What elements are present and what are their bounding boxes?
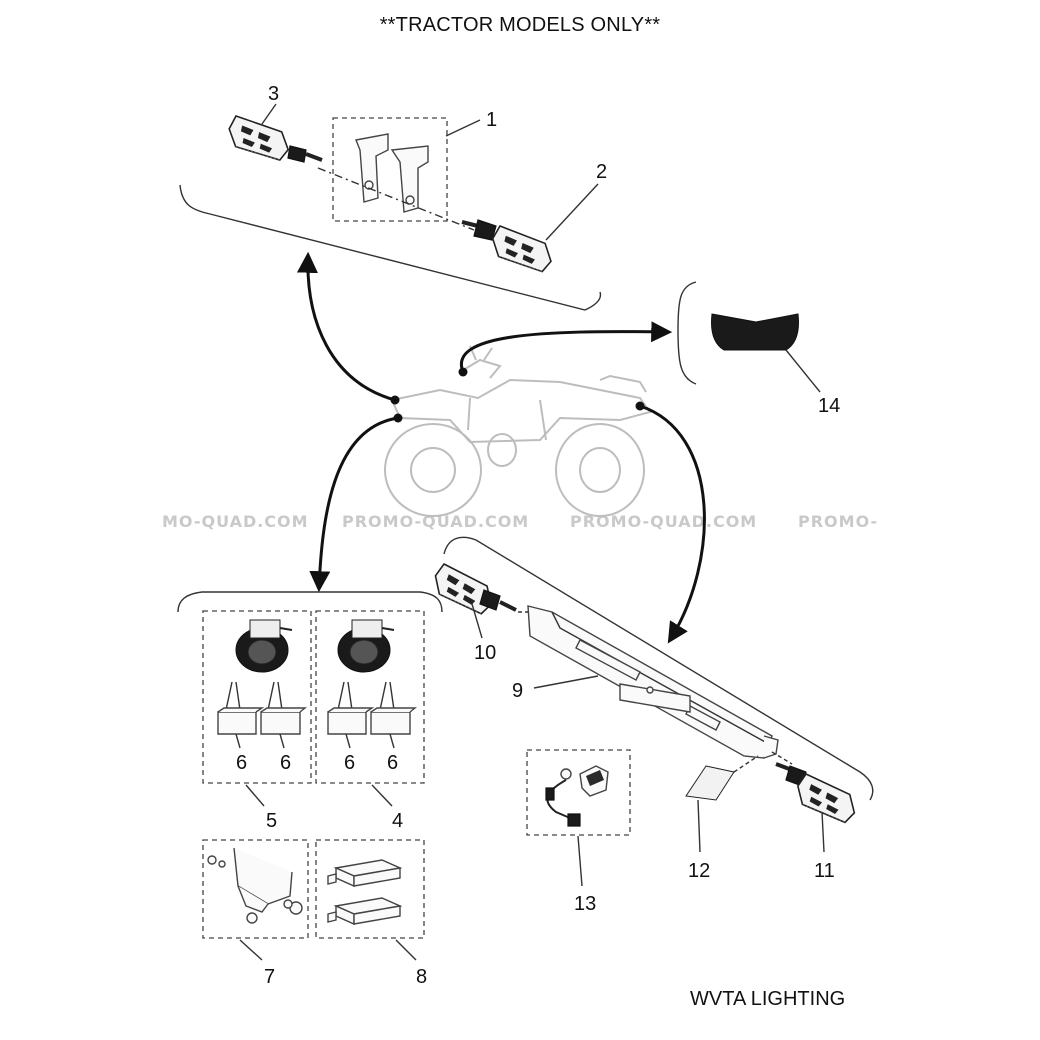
callout-number: 3 xyxy=(268,83,279,105)
watermark-text: MO-QUAD.COM xyxy=(162,512,309,531)
section-label: WVTA LIGHTING xyxy=(690,988,846,1010)
arrow-to-headlamps xyxy=(309,416,399,593)
control-module-icon xyxy=(327,859,403,926)
atv-silhouette-icon xyxy=(384,345,652,517)
indicator-part-3 xyxy=(224,114,323,163)
callout-number: 2 xyxy=(596,161,607,183)
headlight-lens-icon xyxy=(711,313,799,351)
callout-number: 1 xyxy=(486,109,497,131)
reflector-icon xyxy=(685,765,735,801)
headlamp-icon xyxy=(235,619,293,673)
callout-number: 8 xyxy=(416,966,427,988)
callout-number: 6 xyxy=(236,752,247,774)
headlamp-box-4 xyxy=(315,610,425,784)
callout-number: 7 xyxy=(264,966,275,988)
control-module-icon xyxy=(327,681,417,735)
indicator-part-10 xyxy=(427,561,517,617)
headlamp-box-5 xyxy=(202,610,312,784)
callout-number: 4 xyxy=(392,810,403,832)
callout-number: 6 xyxy=(280,752,291,774)
arrow-to-rear-bar xyxy=(639,404,706,644)
plate-lamp-icon xyxy=(545,765,609,827)
bracket-box-7 xyxy=(202,839,309,939)
callout-number: 13 xyxy=(574,893,596,915)
headlamp-icon xyxy=(337,619,395,673)
indicator-part-11 xyxy=(775,762,862,826)
callout-number: 12 xyxy=(688,860,710,882)
group-bracket-headlamps xyxy=(177,591,443,613)
light-bar-9 xyxy=(527,605,779,759)
indicator-part-2 xyxy=(461,219,558,274)
watermark-text: PROMO-QUAD.COM xyxy=(342,512,530,531)
watermark-text: PROMO-QUAD.COM xyxy=(570,512,758,531)
callout-number: 11 xyxy=(814,860,835,882)
group-bracket-lens xyxy=(677,281,697,385)
module-box-8 xyxy=(315,839,425,939)
mounting-bracket-icon xyxy=(207,847,303,924)
plate-lamp-box-13 xyxy=(526,749,631,836)
callout-number: 10 xyxy=(474,642,496,664)
bracket-box-1 xyxy=(332,117,448,222)
watermark-text: PROMO- xyxy=(798,512,879,531)
group-bracket-rear xyxy=(443,536,874,801)
arrow-to-top-group xyxy=(296,251,396,402)
callout-number: 14 xyxy=(818,395,840,417)
callout-number: 6 xyxy=(387,752,398,774)
callout-number: 9 xyxy=(512,680,523,702)
group-bracket-top xyxy=(179,184,602,311)
callout-number: 6 xyxy=(344,752,355,774)
control-module-icon xyxy=(217,681,307,735)
arrow-to-lens xyxy=(459,321,673,373)
callout-number: 5 xyxy=(266,810,277,832)
page-title: **TRACTOR MODELS ONLY** xyxy=(379,14,661,36)
